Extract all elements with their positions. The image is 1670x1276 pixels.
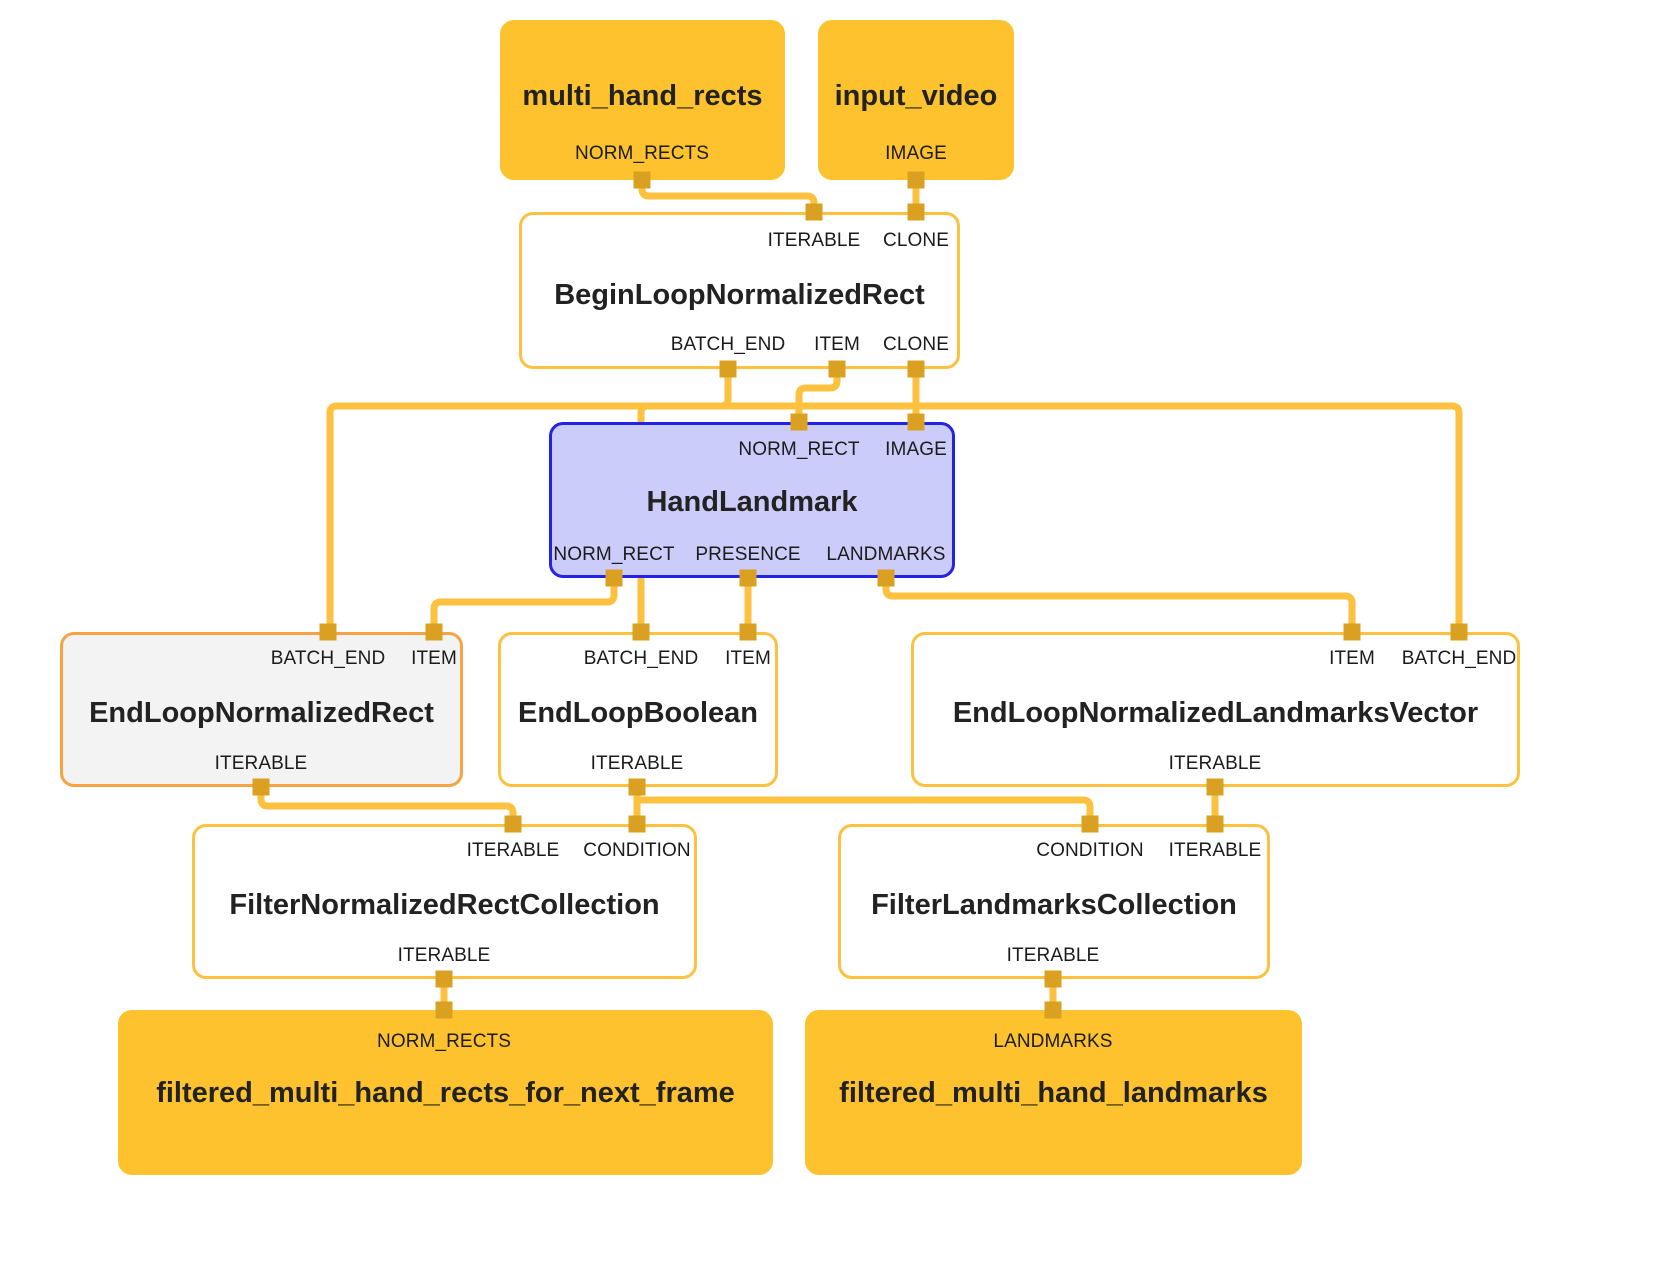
- port-iterable-output[interactable]: [1044, 970, 1062, 988]
- port-label-batch_end-in: BATCH_END: [270, 648, 386, 669]
- port-label-image-out: IMAGE: [885, 143, 947, 164]
- port-clone-input[interactable]: [907, 203, 925, 221]
- port-label-image-in: IMAGE: [885, 439, 947, 460]
- graph-node-FilterNormalizedRectCollection[interactable]: FilterNormalizedRectCollection: [192, 824, 697, 979]
- port-label-iterable-out: ITERABLE: [590, 753, 684, 774]
- port-label-iterable-in: ITERABLE: [466, 840, 560, 861]
- node-title: FilterNormalizedRectCollection: [229, 889, 660, 921]
- port-image-input[interactable]: [907, 413, 925, 431]
- port-label-iterable-in: ITERABLE: [767, 230, 861, 251]
- port-label-iterable-in: ITERABLE: [1168, 840, 1262, 861]
- port-label-iterable-out: ITERABLE: [397, 945, 491, 966]
- port-label-iterable-out: ITERABLE: [1168, 753, 1262, 774]
- edge: [637, 796, 1094, 824]
- port-item-input[interactable]: [1343, 623, 1361, 641]
- port-label-norm_rects-out: NORM_RECTS: [574, 143, 710, 164]
- port-label-iterable-out: ITERABLE: [1006, 945, 1100, 966]
- port-label-item-in: ITEM: [1329, 648, 1375, 669]
- node-title: HandLandmark: [646, 486, 858, 518]
- port-batch_end-input[interactable]: [1450, 623, 1468, 641]
- graph-node-HandLandmark[interactable]: HandLandmark: [549, 422, 955, 578]
- node-title: multi_hand_rects: [522, 80, 763, 112]
- port-label-item-in: ITEM: [725, 648, 771, 669]
- port-label-clone-in: CLONE: [883, 230, 949, 251]
- graph-node-filtered_multi_hand_rects_for_next_frame[interactable]: filtered_multi_hand_rects_for_next_frame: [118, 1010, 773, 1175]
- port-label-presence-out: PRESENCE: [695, 544, 801, 565]
- port-iterable-output[interactable]: [252, 778, 270, 796]
- port-condition-input[interactable]: [1081, 815, 1099, 833]
- port-iterable-input[interactable]: [805, 203, 823, 221]
- node-title: filtered_multi_hand_landmarks: [839, 1077, 1268, 1109]
- node-title: BeginLoopNormalizedRect: [554, 279, 925, 311]
- node-title: EndLoopNormalizedRect: [89, 697, 434, 729]
- port-label-condition-in: CONDITION: [583, 840, 691, 861]
- edge: [638, 180, 818, 212]
- port-label-landmarks-in: LANDMARKS: [993, 1031, 1113, 1052]
- port-label-item-out: ITEM: [814, 334, 860, 355]
- edge: [257, 787, 517, 824]
- port-norm_rects-input[interactable]: [435, 1001, 453, 1019]
- port-label-item-in: ITEM: [411, 648, 457, 669]
- graph-node-EndLoopNormalizedLandmarksVector[interactable]: EndLoopNormalizedLandmarksVector: [911, 632, 1520, 787]
- port-label-iterable-out: ITERABLE: [214, 753, 308, 774]
- node-title: EndLoopNormalizedLandmarksVector: [952, 697, 1479, 729]
- port-label-batch_end-out: BATCH_END: [670, 334, 786, 355]
- graph-node-filtered_multi_hand_landmarks[interactable]: filtered_multi_hand_landmarks: [805, 1010, 1302, 1175]
- edge: [882, 578, 1356, 632]
- graph-node-multi_hand_rects[interactable]: multi_hand_rects: [500, 20, 785, 180]
- port-label-batch_end-in: BATCH_END: [1401, 648, 1517, 669]
- port-iterable-output[interactable]: [1206, 778, 1224, 796]
- port-iterable-output[interactable]: [435, 970, 453, 988]
- port-iterable-input[interactable]: [1206, 815, 1224, 833]
- port-presence-output[interactable]: [739, 569, 757, 587]
- node-title: filtered_multi_hand_rects_for_next_frame: [156, 1077, 735, 1109]
- port-item-input[interactable]: [425, 623, 443, 641]
- port-item-input[interactable]: [739, 623, 757, 641]
- graph-node-EndLoopNormalizedRect[interactable]: EndLoopNormalizedRect: [60, 632, 463, 787]
- port-item-output[interactable]: [828, 360, 846, 378]
- port-landmarks-output[interactable]: [877, 569, 895, 587]
- graph-node-FilterLandmarksCollection[interactable]: FilterLandmarksCollection: [838, 824, 1270, 979]
- port-iterable-output[interactable]: [628, 778, 646, 796]
- port-label-norm_rects-in: NORM_RECTS: [376, 1031, 512, 1052]
- port-label-condition-in: CONDITION: [1036, 840, 1144, 861]
- port-clone-output[interactable]: [907, 360, 925, 378]
- port-label-landmarks-out: LANDMARKS: [826, 544, 946, 565]
- edge: [430, 578, 618, 632]
- port-condition-input[interactable]: [628, 815, 646, 833]
- node-title: FilterLandmarksCollection: [871, 889, 1237, 921]
- port-batch_end-input[interactable]: [632, 623, 650, 641]
- port-landmarks-input[interactable]: [1044, 1001, 1062, 1019]
- graph-node-BeginLoopNormalizedRect[interactable]: BeginLoopNormalizedRect: [519, 212, 960, 369]
- port-norm_rect-input[interactable]: [790, 413, 808, 431]
- port-label-clone-out: CLONE: [883, 334, 949, 355]
- port-batch_end-input[interactable]: [319, 623, 337, 641]
- port-norm_rects-output[interactable]: [633, 171, 651, 189]
- port-label-norm_rect-in: NORM_RECT: [738, 439, 860, 460]
- port-image-output[interactable]: [907, 171, 925, 189]
- node-title: EndLoopBoolean: [517, 697, 759, 729]
- graph-node-EndLoopBoolean[interactable]: EndLoopBoolean: [498, 632, 778, 787]
- graph-node-input_video[interactable]: input_video: [818, 20, 1014, 180]
- port-label-batch_end-in: BATCH_END: [583, 648, 699, 669]
- port-label-norm_rect-out: NORM_RECT: [553, 544, 675, 565]
- node-title: input_video: [834, 80, 998, 112]
- port-iterable-input[interactable]: [504, 815, 522, 833]
- port-batch_end-output[interactable]: [719, 360, 737, 378]
- port-norm_rect-output[interactable]: [605, 569, 623, 587]
